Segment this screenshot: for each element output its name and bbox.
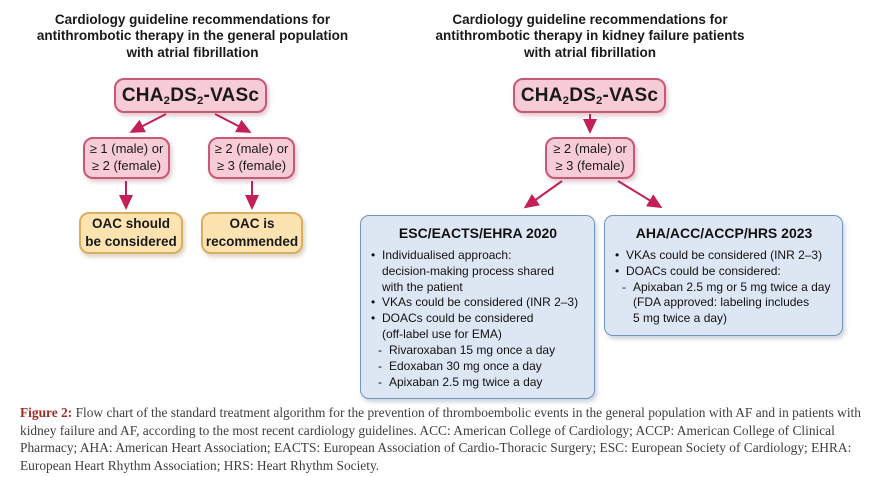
list-item-text: Edoxaban 30 mg once a day: [389, 358, 542, 373]
label-part: DS: [170, 84, 197, 106]
label-subscript: 2: [596, 94, 603, 107]
list-item-text: VKAs could be considered (INR 2–3): [382, 295, 579, 310]
bullet-marker: •: [371, 311, 376, 326]
label-part: -VASc: [203, 84, 260, 106]
arrow-left-root-to-branch2: [214, 113, 252, 133]
arrow-branch-to-aha-box: [617, 180, 663, 209]
chads-vasc-box-left: CHA2DS2-VASc: [114, 78, 267, 113]
aha-acc-accp-hrs-guideline-box: AHA/ACC/ACCP/HRS 2023 • VKAs could be co…: [604, 215, 843, 337]
dash-marker: -: [378, 374, 382, 389]
list-item-text: Apixaban 2.5 mg or 5 mg twice a day (FDA…: [633, 279, 831, 326]
arrow-left-root-to-branch1: [129, 113, 167, 133]
list-item: • DOACs could be considered:: [615, 264, 833, 280]
arrow-branch-to-esc-box: [523, 180, 563, 209]
list-item-text: Apixaban 2.5 mg twice a day: [389, 374, 543, 389]
bullet-marker: •: [371, 295, 376, 310]
esc-box-title: ESC/EACTS/EHRA 2020: [398, 225, 558, 241]
list-item: - Rivaroxaban 15 mg once a day: [378, 343, 585, 359]
list-item: • VKAs could be considered (INR 2–3): [615, 248, 833, 264]
list-item: - Edoxaban 30 mg once a day: [378, 359, 585, 375]
list-item-text: Individualised approach: decision-making…: [382, 248, 555, 294]
label-subscript: 2: [163, 94, 171, 107]
figure-caption: Figure 2: Flow chart of the standard tre…: [20, 404, 870, 475]
list-item-text: Rivaroxaban 15 mg once a day: [389, 342, 556, 357]
bullet-marker: •: [615, 248, 620, 262]
dash-marker: -: [622, 279, 626, 294]
score-threshold-box-left-1: ≥ 1 (male) or ≥ 2 (female): [83, 137, 170, 179]
outcome-box-oac-recommended: OAC is recommended: [201, 212, 303, 254]
label-part: CHA: [121, 84, 164, 106]
label-part: DS: [569, 84, 596, 106]
list-item: • Individualised approach: decision-maki…: [371, 248, 585, 295]
right-flow-title: Cardiology guideline recommendations for…: [435, 12, 745, 60]
dash-marker: -: [378, 342, 382, 357]
list-item: - Apixaban 2.5 mg or 5 mg twice a day (F…: [622, 280, 833, 327]
left-flow-title: Cardiology guideline recommendations for…: [36, 12, 349, 60]
figure-caption-text: Flow chart of the standard treatment alg…: [20, 405, 861, 474]
list-item: - Apixaban 2.5 mg twice a day: [378, 375, 585, 391]
esc-eacts-ehra-guideline-box: ESC/EACTS/EHRA 2020 • Individualised app…: [360, 215, 595, 400]
bullet-marker: •: [615, 263, 620, 278]
score-threshold-box-right: ≥ 2 (male) or ≥ 3 (female): [545, 137, 635, 179]
list-item-text: DOACs could be considered:: [626, 263, 781, 278]
label-subscript: 2: [562, 94, 570, 107]
score-threshold-box-left-2: ≥ 2 (male) or ≥ 3 (female): [208, 137, 295, 179]
label-part: CHA: [520, 84, 563, 106]
dash-marker: -: [378, 358, 382, 373]
figure-caption-label: Figure 2:: [20, 405, 73, 420]
bullet-marker: •: [371, 248, 376, 262]
list-item-text: VKAs could be considered (INR 2–3): [626, 248, 823, 262]
chads-vasc-box-right: CHA2DS2-VASc: [513, 78, 666, 113]
chads-vasc-label: CHA2DS2-VASc: [521, 85, 658, 107]
list-item: • VKAs could be considered (INR 2–3): [371, 295, 585, 311]
aha-box-title: AHA/ACC/ACCP/HRS 2023: [635, 225, 813, 241]
outcome-box-oac-considered: OAC should be considered: [79, 212, 183, 254]
list-item-text: DOACs could be considered (off-label use…: [382, 311, 534, 342]
label-subscript: 2: [197, 94, 204, 107]
label-part: -VASc: [602, 84, 659, 106]
list-item: • DOACs could be considered (off-label u…: [371, 311, 585, 343]
chads-vasc-label: CHA2DS2-VASc: [122, 85, 259, 107]
